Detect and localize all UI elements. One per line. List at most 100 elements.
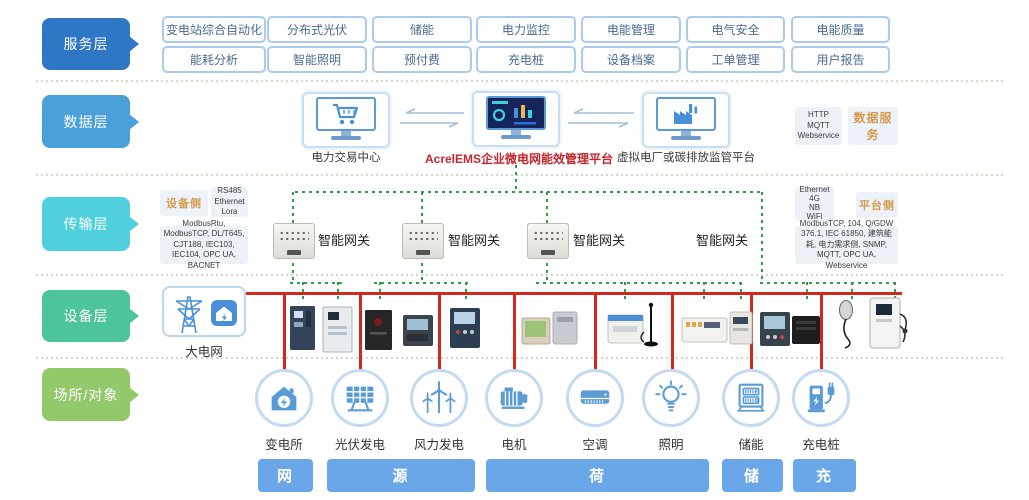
dashboard-monitor-icon [486, 96, 546, 130]
green-link-line [302, 282, 304, 301]
site-object-label: 电机 [501, 438, 527, 452]
green-link-line [295, 191, 762, 193]
red-drop-line [513, 292, 516, 371]
site-object-label: 储能 [738, 438, 764, 452]
site-object-label: 变电所 [265, 438, 303, 452]
service-module-button: 工单管理 [686, 46, 785, 73]
main-grid-card [162, 286, 246, 337]
footer-bar-grid: 网 [258, 459, 313, 492]
green-link-line [851, 282, 853, 301]
gateway-label: 智能网关 [696, 233, 749, 248]
house-badge-icon [211, 300, 237, 326]
footer-bar-storage: 储 [722, 459, 783, 492]
service-module-button: 智能照明 [267, 46, 367, 73]
gateway-label: 智能网关 [573, 233, 626, 248]
smart-gateway-device [402, 223, 444, 259]
green-link-line [761, 192, 763, 284]
service-module-button: 充电桩 [476, 46, 576, 73]
sync-arrows-icon [568, 108, 634, 128]
site-object-motor [485, 369, 543, 427]
layer-tag-service: 服务层 [42, 18, 139, 70]
factory-monitor-icon [656, 97, 716, 131]
monitor-stand [341, 131, 351, 136]
green-link-line [292, 192, 294, 224]
layer-tag-site: 场所/对象 [42, 368, 139, 421]
site-object-label: 空调 [582, 438, 608, 452]
red-drop-line [594, 292, 597, 371]
green-link-line [740, 282, 742, 301]
service-module-button: 电能管理 [581, 16, 681, 43]
service-module-button: 电力监控 [476, 16, 576, 43]
green-link-line [806, 282, 808, 301]
ev-chargers [839, 297, 908, 349]
site-object-storage [722, 369, 780, 427]
sync-arrows-icon [400, 108, 464, 128]
green-link-line [624, 282, 626, 301]
main-grid-label: 大电网 [185, 345, 223, 359]
transmission-tower-icon [175, 296, 203, 334]
site-object-label: 光伏发电 [334, 438, 385, 452]
red-bus-line [246, 292, 902, 295]
green-link-line [465, 282, 467, 301]
green-link-line [421, 192, 423, 224]
green-link-line [290, 282, 342, 284]
platform-side-box: 平台侧 [856, 192, 898, 218]
layer-separator [36, 274, 1006, 276]
monitor-stand-base [671, 136, 701, 140]
power-monitor-devices [365, 310, 433, 350]
din-rail-meter-with-antenna [607, 302, 658, 347]
layer-separator [36, 357, 1006, 359]
smart-gateway-device [273, 223, 315, 259]
green-link-line [515, 165, 517, 192]
green-link-line [379, 282, 381, 301]
green-link-line [536, 282, 746, 284]
red-drop-line [820, 292, 823, 371]
substation-icon [271, 386, 297, 411]
layer-tag-label: 传输层 [63, 216, 109, 232]
green-link-line [894, 282, 896, 301]
shopping-cart-icon [316, 97, 376, 131]
platform-card-virtual-plant [642, 92, 730, 148]
site-object-label: 照明 [658, 438, 684, 452]
red-drop-line [283, 292, 286, 371]
platform-label: 电力交易中心 [311, 152, 381, 164]
monitor-stand [511, 130, 521, 135]
service-module-button: 电能质量 [791, 16, 890, 43]
site-object-hvac [566, 369, 624, 427]
red-drop-line [671, 292, 674, 371]
site-object-ev-charging [792, 369, 850, 427]
motor-icon [500, 387, 528, 409]
platform-card-power-trading [302, 92, 390, 148]
layer-separator [36, 174, 1006, 176]
service-module-button: 能耗分析 [162, 46, 266, 73]
panel-meter-devices [760, 312, 820, 346]
light-bulb-icon [655, 380, 687, 412]
service-module-button: 预付费 [372, 46, 472, 73]
layer-tag-data: 数据层 [42, 95, 139, 148]
layer-separator [36, 80, 1006, 82]
service-module-button: 变电站综合自动化 [162, 16, 266, 43]
site-object-label: 充电桩 [802, 438, 840, 452]
service-module-button: 用户报告 [791, 46, 890, 73]
green-link-line [374, 282, 468, 284]
service-module-button: 储能 [372, 16, 472, 43]
protection-relay-device [290, 306, 353, 353]
service-module-button: 设备档案 [581, 46, 681, 73]
site-object-lighting [642, 369, 700, 427]
site-object-solar [331, 369, 389, 427]
green-link-line [760, 282, 896, 284]
site-object-label: 风力发电 [413, 438, 464, 452]
layer-tag-label: 服务层 [63, 36, 109, 52]
footer-bar-source: 源 [327, 459, 475, 492]
energy-meter-device [450, 308, 480, 348]
green-link-line [546, 256, 548, 284]
platform-label: 虚拟电厂或碳排放监管平台 [617, 152, 755, 164]
layer-tag-label: 数据层 [63, 113, 109, 130]
site-object-substation [255, 369, 313, 427]
monitor-stand [681, 131, 691, 136]
platform-label-highlight: AcrelEMS企业微电网能效管理平台 [425, 152, 614, 166]
touch-panel-device [521, 311, 578, 345]
monitor-stand-base [501, 135, 531, 139]
platform-card-acrel-ems [472, 91, 560, 147]
